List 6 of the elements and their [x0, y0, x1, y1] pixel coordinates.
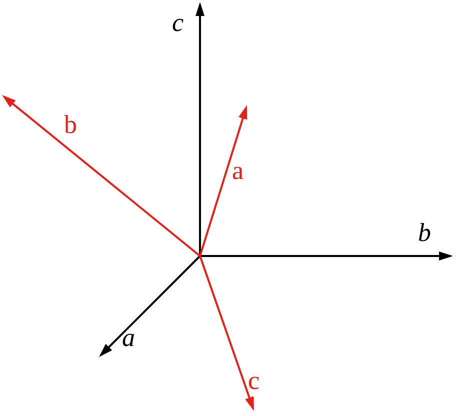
axis-label: b	[418, 220, 431, 246]
axis-label: c	[172, 10, 184, 36]
axis-label: a	[232, 158, 244, 184]
axis-label: a	[122, 325, 135, 351]
axis-label: b	[64, 112, 77, 138]
axis-label: c	[248, 368, 260, 394]
